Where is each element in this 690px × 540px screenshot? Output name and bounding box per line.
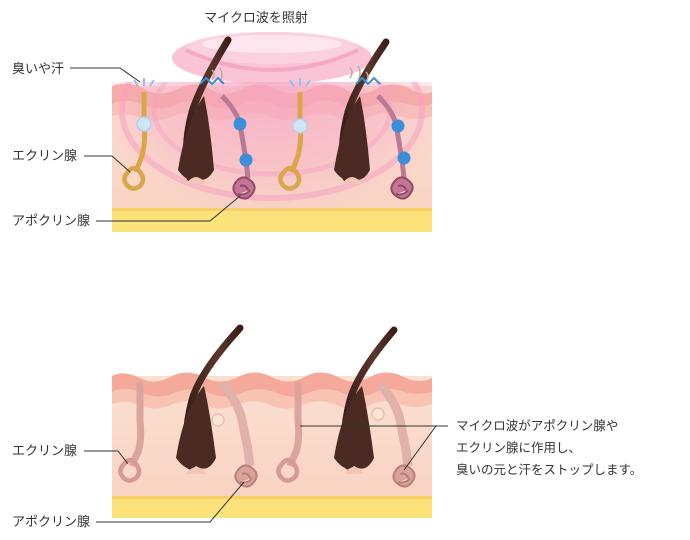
leader-apocrine-bottom <box>96 481 245 523</box>
label-apocrine-top: アポクリン腺 <box>12 214 90 229</box>
bottom-eccrine-gland-2 <box>276 382 303 483</box>
bottom-panel: エクリン腺 アポクリン腺 マイクロ波がアポクリン腺や エクリン腺に作用し、 臭い… <box>12 324 642 530</box>
top-panel: マイクロ波を照射 <box>12 10 432 232</box>
caption: マイクロ波がアポクリン腺や エクリン腺に作用し、 臭いの元と汗をストップします。 <box>456 418 642 477</box>
top-title: マイクロ波を照射 <box>204 10 308 26</box>
top-hair-2 <box>334 38 390 184</box>
caption-line-3: 臭いの元と汗をストップします。 <box>456 462 642 477</box>
leader-eccrine-top <box>84 155 131 173</box>
label-eccrine-top: エクリン腺 <box>12 149 77 164</box>
label-eccrine-bottom: エクリン腺 <box>12 444 77 459</box>
top-hair-1 <box>178 36 232 184</box>
caption-line-1: マイクロ波がアポクリン腺や <box>456 418 618 433</box>
microwave-source <box>172 32 372 84</box>
bottom-hair-2 <box>334 326 398 474</box>
bottom-eccrine-gland-1 <box>118 382 145 483</box>
top-fat-layer <box>112 210 432 232</box>
bottom-apocrine-gland-1 <box>211 381 258 488</box>
top-eccrine-gland-2 <box>278 78 311 191</box>
caption-line-2: エクリン腺に作用し、 <box>456 440 581 455</box>
top-eccrine-gland-1 <box>122 78 155 191</box>
leader-caption-apocrine <box>403 425 448 471</box>
leader-odor-sweat <box>70 67 141 83</box>
top-apocrine-gland-2 <box>349 65 414 200</box>
bottom-apocrine-gland-2 <box>371 381 416 488</box>
leader-apocrine-top <box>96 195 241 222</box>
bottom-hair-1 <box>176 324 244 474</box>
label-odor-sweat: 臭いや汗 <box>12 62 64 77</box>
top-apocrine-gland-1 <box>211 67 256 200</box>
odor-markers <box>199 76 381 86</box>
leader-eccrine-bottom <box>84 450 129 465</box>
label-apocrine-bottom: アポクリン腺 <box>12 515 90 530</box>
bottom-fat-layer <box>112 498 432 518</box>
